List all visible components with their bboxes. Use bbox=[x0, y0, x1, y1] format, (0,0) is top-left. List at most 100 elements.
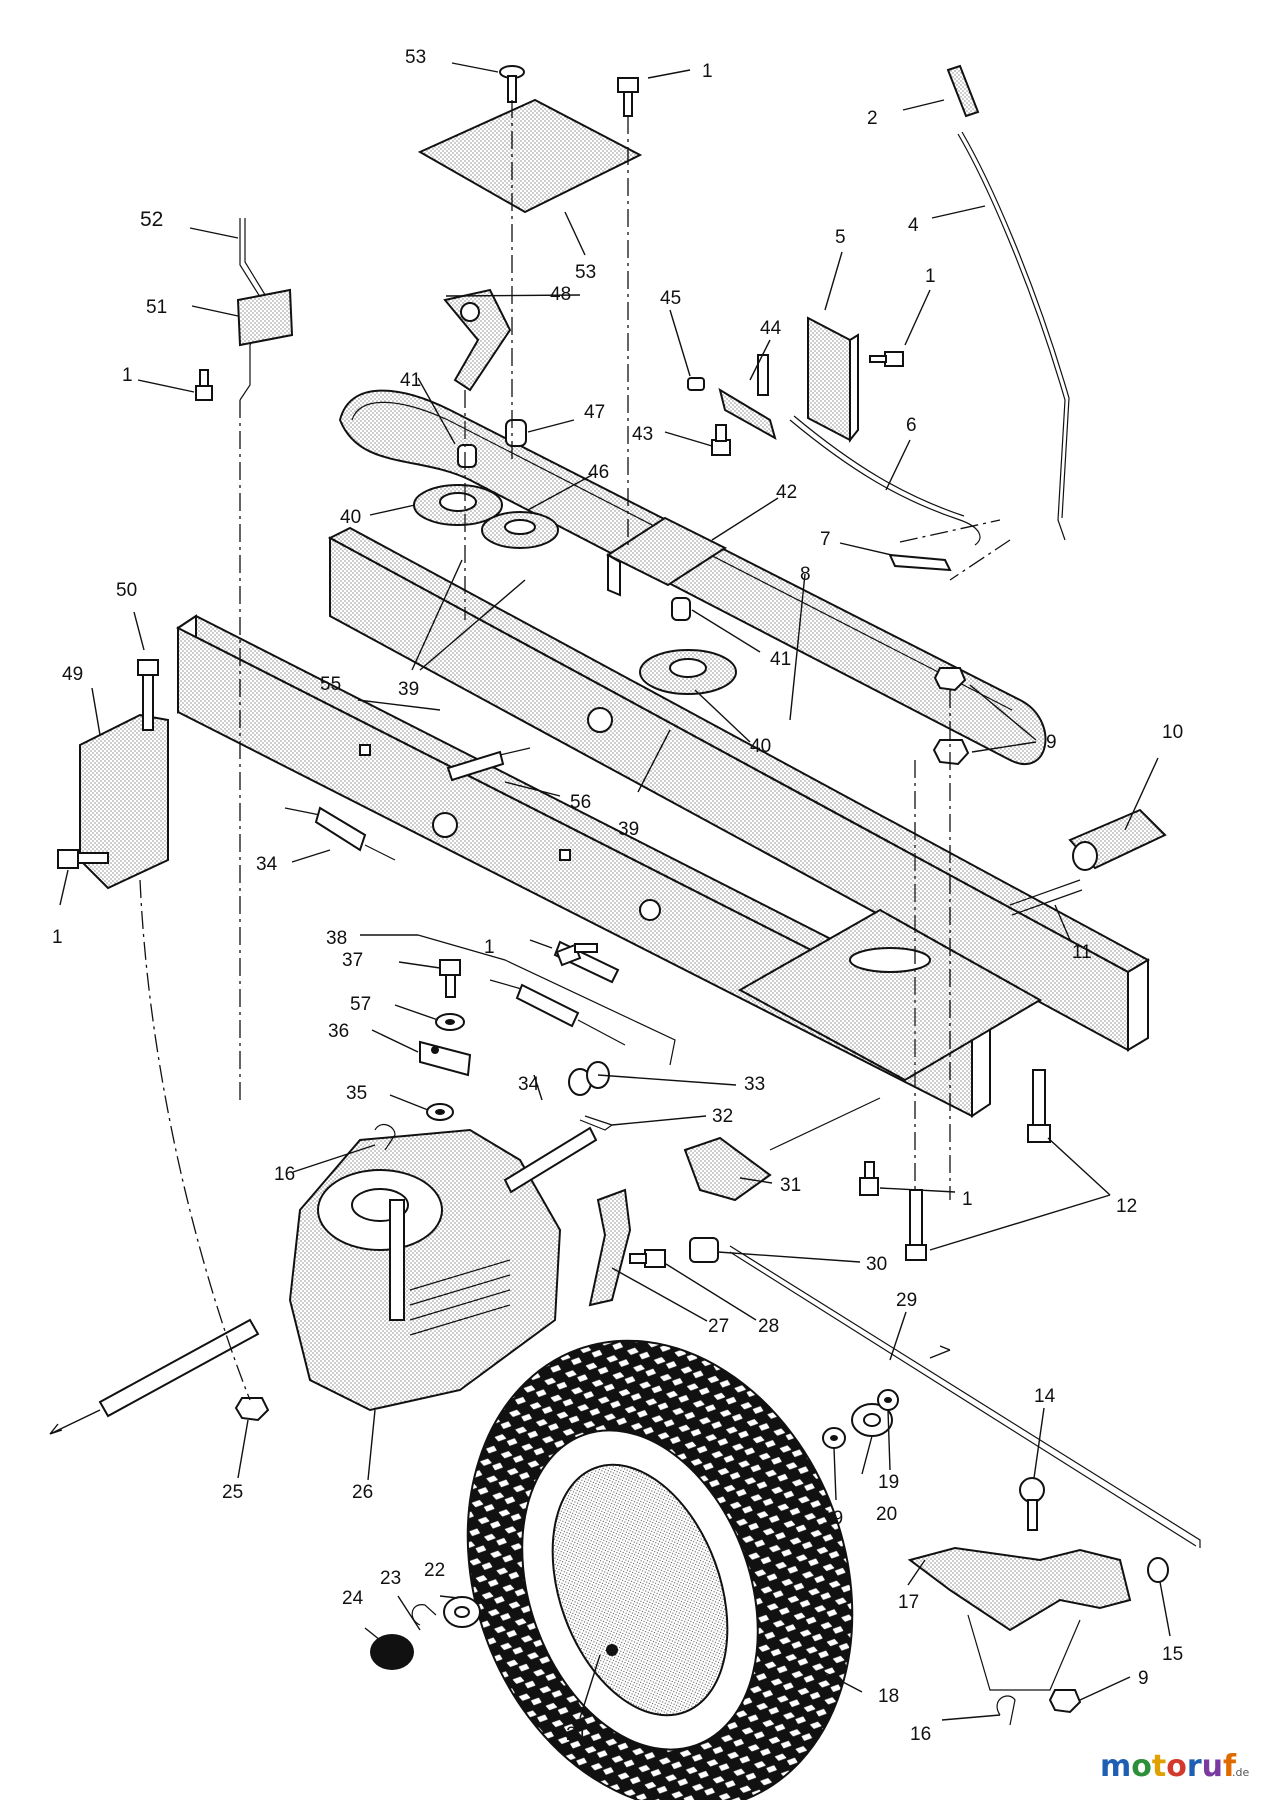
washer-19-left bbox=[822, 1427, 846, 1449]
callout-11: 11 bbox=[1072, 942, 1092, 963]
callout-49: 49 bbox=[62, 664, 83, 685]
callout-56: 56 bbox=[570, 792, 591, 813]
nut-25 bbox=[234, 1397, 270, 1422]
callout-50: 50 bbox=[116, 580, 137, 601]
callout-23: 23 bbox=[380, 1568, 401, 1589]
callout-5: 5 bbox=[835, 227, 846, 248]
grip-10 bbox=[1068, 808, 1167, 871]
callout-36: 36 bbox=[328, 1021, 349, 1042]
callout-40b: 40 bbox=[750, 736, 771, 757]
lever-7 bbox=[888, 553, 952, 572]
callout-18: 18 bbox=[878, 1686, 899, 1707]
callout-2: 2 bbox=[867, 108, 878, 129]
callout-21: 21 bbox=[566, 1724, 587, 1745]
callout-46: 46 bbox=[588, 462, 609, 483]
callout-1e: 1 bbox=[52, 927, 63, 948]
drive-belt bbox=[338, 389, 1047, 765]
callout-19b: 19 bbox=[822, 1508, 843, 1529]
callout-1d: 1 bbox=[484, 937, 495, 958]
bolt-1-right-mid bbox=[859, 1161, 879, 1196]
nut-35 bbox=[426, 1103, 454, 1121]
bolt-50 bbox=[137, 659, 159, 731]
callout-41a: 41 bbox=[400, 370, 421, 391]
callout-10: 10 bbox=[1162, 722, 1183, 743]
shaft-mid bbox=[769, 1097, 881, 1151]
shaft-11 bbox=[1009, 879, 1083, 916]
spacer-41-right bbox=[671, 597, 691, 621]
bolt-28 bbox=[629, 1249, 666, 1268]
callout-16a: 16 bbox=[274, 1164, 295, 1185]
callout-37: 37 bbox=[342, 950, 363, 971]
callout-17: 17 bbox=[898, 1592, 919, 1613]
callout-20: 20 bbox=[876, 1504, 897, 1525]
callout-57: 57 bbox=[350, 994, 371, 1015]
bolt-1-bracket bbox=[869, 351, 904, 367]
callout-43: 43 bbox=[632, 424, 653, 445]
washer-22 bbox=[443, 1596, 481, 1628]
bolt-1-left-top bbox=[195, 369, 213, 401]
rear-tire bbox=[466, 1339, 854, 1800]
callout-22: 22 bbox=[424, 1560, 445, 1581]
link-36 bbox=[419, 1040, 472, 1077]
frame-rail-right bbox=[327, 526, 1151, 1052]
callout-55: 55 bbox=[320, 674, 341, 695]
callout-34b: 34 bbox=[518, 1074, 540, 1095]
callout-6: 6 bbox=[906, 415, 917, 436]
belt-guide-42 bbox=[605, 516, 728, 597]
clip-23 bbox=[411, 1604, 437, 1626]
bracket-44 bbox=[718, 354, 777, 441]
spacer-47 bbox=[505, 419, 527, 447]
callout-9b: 9 bbox=[1138, 1668, 1149, 1689]
spring-56 bbox=[446, 747, 531, 782]
pin-32 bbox=[579, 1115, 614, 1131]
pin-16-top bbox=[374, 1123, 396, 1151]
logo-wordmark: motoruf bbox=[1100, 1749, 1237, 1784]
callout-1c: 1 bbox=[122, 365, 133, 386]
callout-1a: 1 bbox=[702, 61, 713, 82]
centerlines bbox=[139, 100, 1011, 1401]
arm-27 bbox=[588, 1188, 632, 1307]
idler-bracket-48 bbox=[443, 288, 512, 392]
axle-right bbox=[503, 1126, 598, 1194]
rod-29 bbox=[729, 1245, 1201, 1548]
logo-suffix: .de bbox=[1232, 1766, 1249, 1779]
callout-9a: 9 bbox=[1046, 732, 1057, 753]
callout-42: 42 bbox=[776, 482, 797, 503]
callout-44: 44 bbox=[760, 318, 782, 339]
callout-41b: 41 bbox=[770, 649, 791, 670]
bolt-43 bbox=[711, 424, 731, 456]
bracket-31 bbox=[683, 1136, 772, 1202]
motoruf-logo: motoruf .de bbox=[1100, 1749, 1249, 1784]
callout-35: 35 bbox=[346, 1083, 367, 1104]
bolt-top-right bbox=[617, 77, 639, 117]
pulley-40-right bbox=[639, 649, 737, 695]
grip-2 bbox=[946, 64, 980, 118]
callout-1b: 1 bbox=[925, 266, 936, 287]
bolt-12-right bbox=[1027, 1069, 1051, 1143]
callout-39b: 39 bbox=[618, 819, 639, 840]
bolt-1-left bbox=[57, 849, 109, 869]
washer-57 bbox=[435, 1013, 465, 1031]
cable-6 bbox=[789, 415, 981, 546]
frame-cross-plate bbox=[737, 908, 1042, 1082]
spring-34-upper bbox=[284, 806, 396, 861]
callout-16b: 16 bbox=[910, 1724, 931, 1745]
rod-38 bbox=[417, 934, 676, 1066]
callout-51: 51 bbox=[146, 297, 167, 318]
rod-4 bbox=[957, 131, 1070, 541]
ferrule-30 bbox=[689, 1237, 719, 1263]
washer-15 bbox=[1147, 1557, 1169, 1583]
callout-31: 31 bbox=[780, 1175, 801, 1196]
callout-53b: 53 bbox=[575, 262, 596, 283]
nut-9-bottom bbox=[1048, 1689, 1082, 1714]
callout-45: 45 bbox=[660, 288, 681, 309]
bracket-5 bbox=[807, 316, 859, 443]
callout-33: 33 bbox=[744, 1074, 765, 1095]
callout-19a: 19 bbox=[878, 1472, 899, 1493]
pin-16-bottom bbox=[996, 1695, 1016, 1726]
callout-26: 26 bbox=[352, 1482, 373, 1503]
spring-34-lower bbox=[489, 979, 626, 1046]
carriage-bolt-top bbox=[499, 65, 525, 103]
spacer-41-left bbox=[457, 444, 477, 468]
